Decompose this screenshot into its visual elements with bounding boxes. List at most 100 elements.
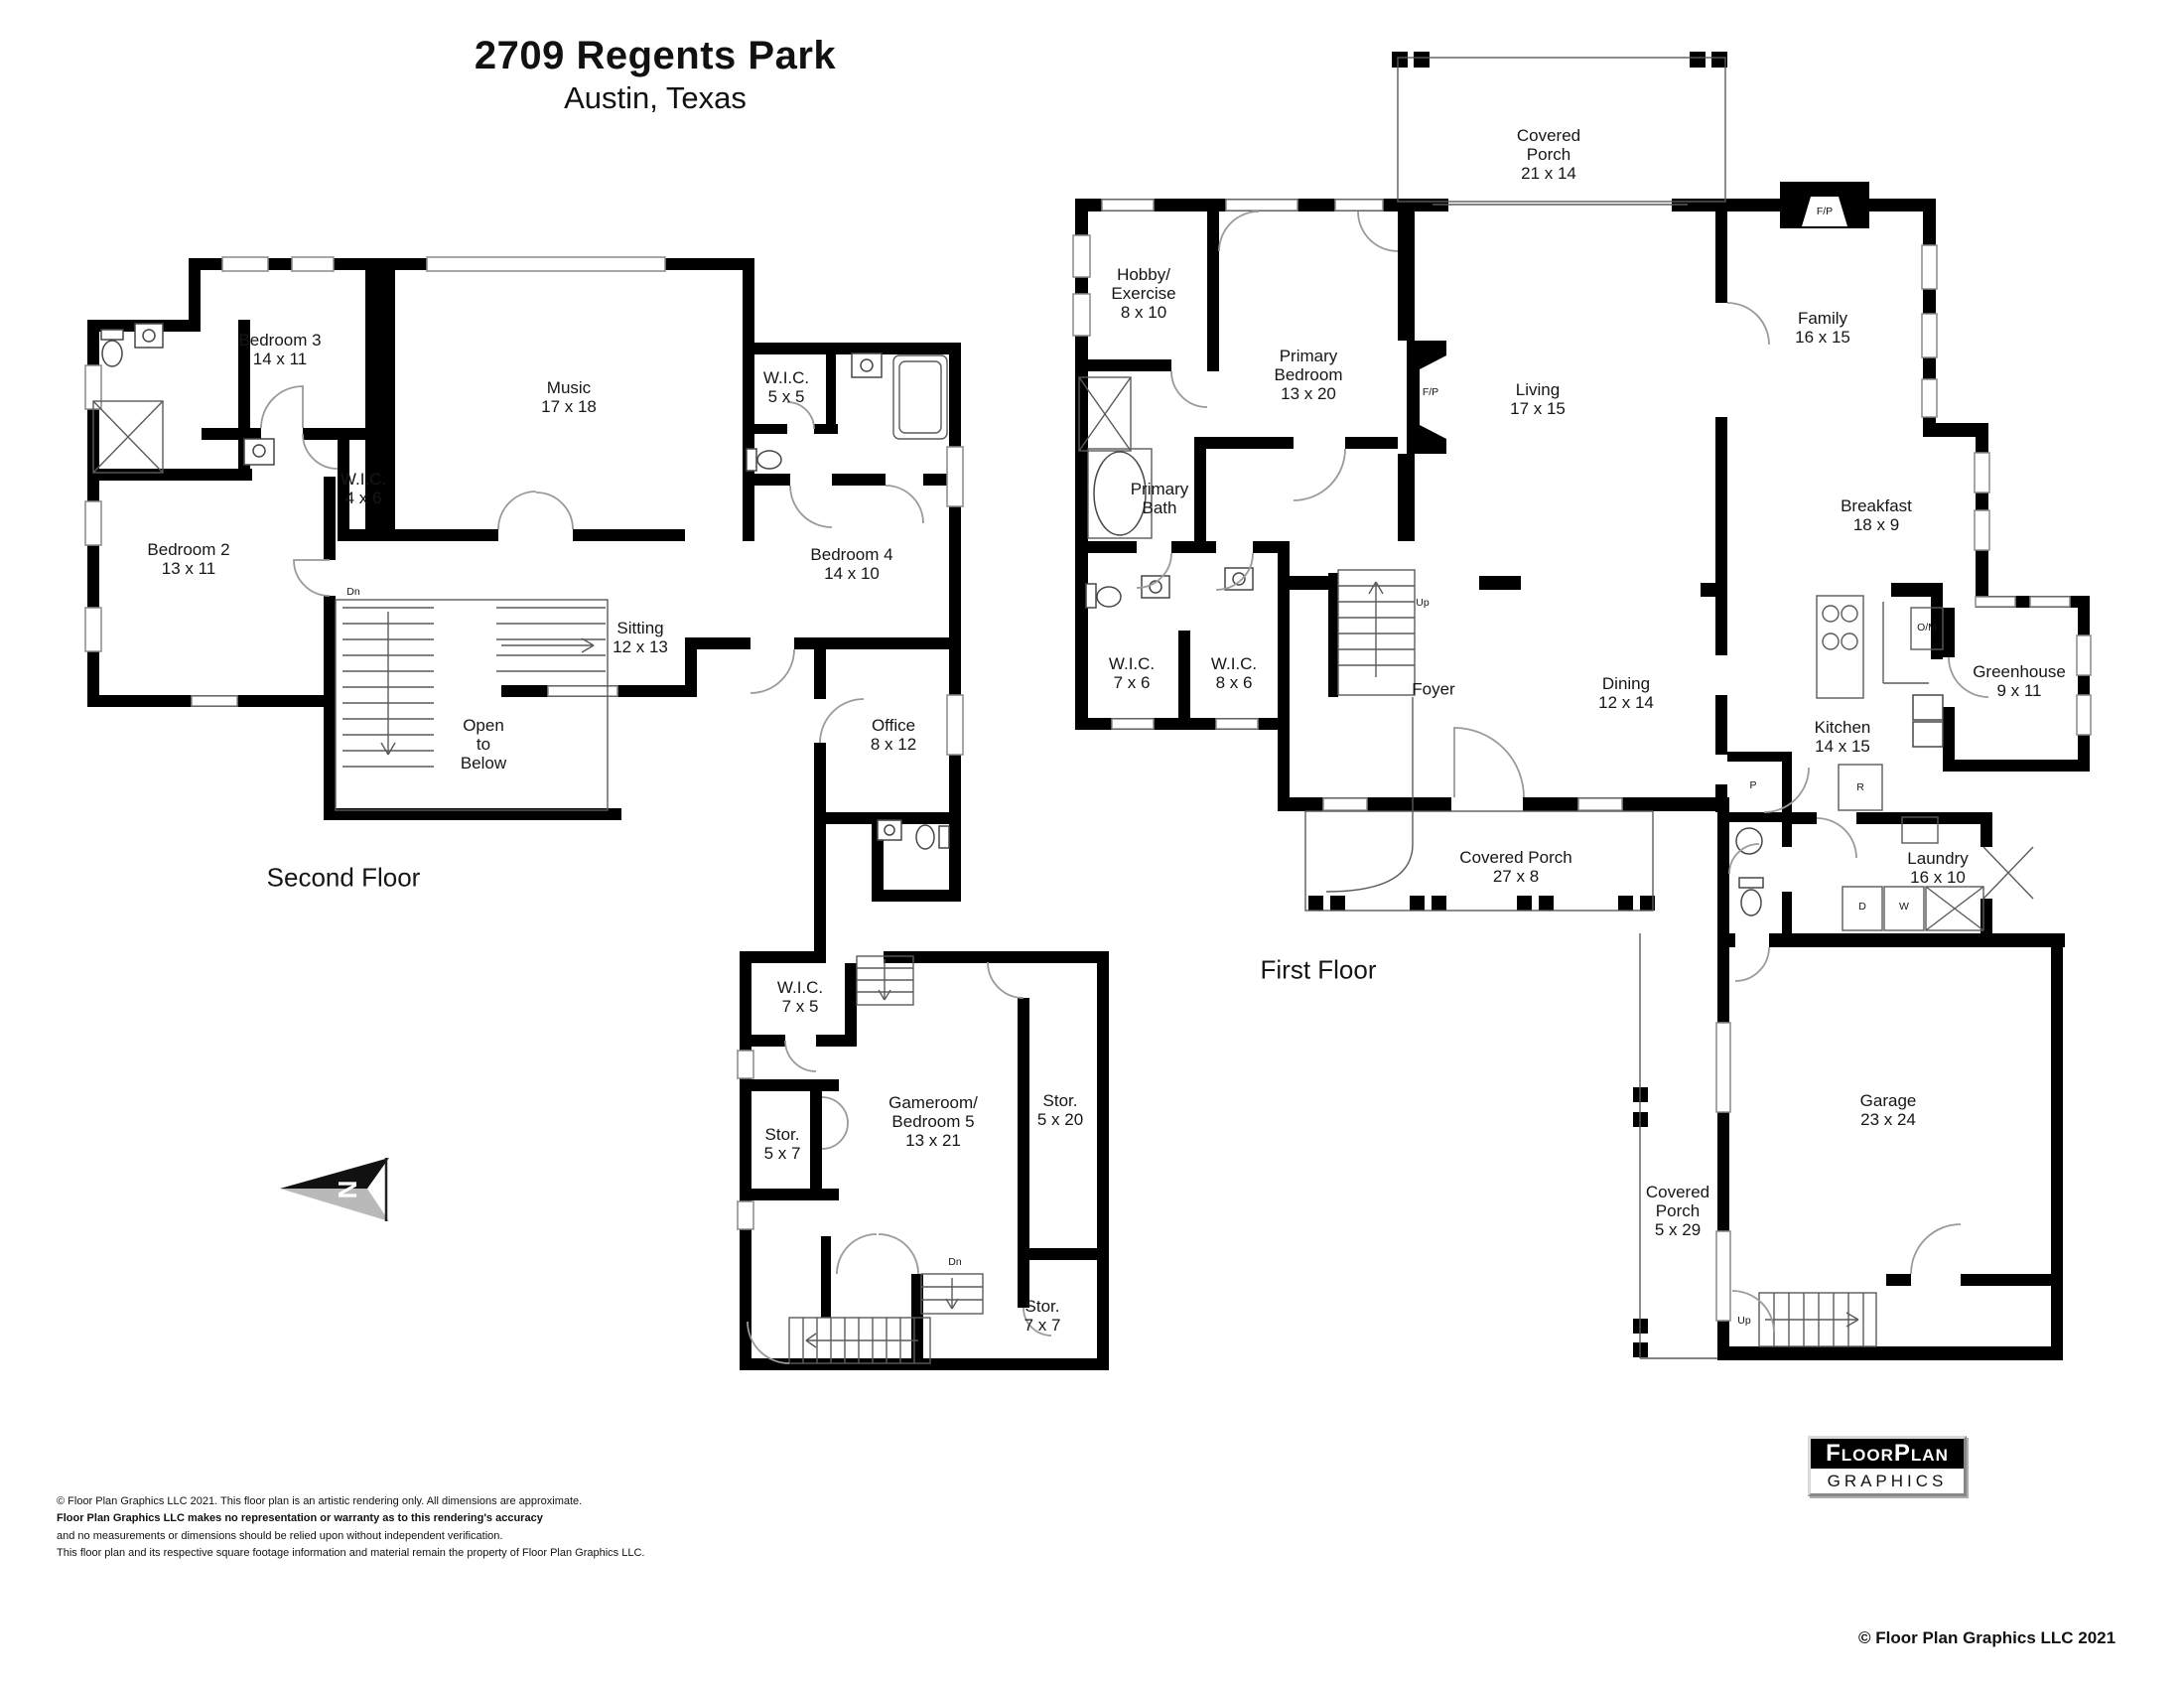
second-floor-doors (260, 385, 1052, 1364)
appliance-label-oven-microwave: O/M (1917, 622, 1937, 634)
room-label-dining: Dining 12 x 14 (1598, 674, 1654, 712)
stair-label-up-foyer: Up (1416, 597, 1430, 610)
north-arrow-letter: N (333, 1181, 362, 1199)
room-dims: 13 x 11 (161, 559, 216, 578)
first-floor-windows (1072, 199, 2092, 1322)
room-name: Kitchen (1814, 717, 1871, 737)
room-dims: 12 x 13 (613, 637, 668, 656)
room-name: W.I.C. (776, 977, 824, 997)
second-floor-fixtures (100, 323, 950, 850)
room-label-pantry: P (1749, 779, 1757, 792)
room-label-office: Office 8 x 12 (871, 716, 916, 754)
logo-line-2: Graphics (1827, 1472, 1948, 1490)
room-label-wic-7x6: W.I.C. 7 x 6 (1109, 654, 1155, 692)
room-dims: 7 x 5 (781, 997, 819, 1016)
copyright-text: © Floor Plan Graphics LLC 2021 (1858, 1628, 2116, 1647)
room-dims: 8 x 6 (1215, 673, 1253, 692)
room-label-garage: Garage 23 x 24 (1860, 1091, 1917, 1129)
room-name: Stor. (1024, 1296, 1060, 1316)
room-label-music: Music 17 x 18 (541, 378, 597, 416)
fireplace-label-living: F/P (1422, 386, 1439, 399)
room-label-kitchen: Kitchen 14 x 15 (1815, 718, 1871, 756)
first-floor-fixtures (1085, 451, 1944, 916)
second-floor-label: Second Floor (266, 862, 421, 893)
room-name: Stor. (1042, 1090, 1078, 1110)
stair-label-up-garage: Up (1737, 1315, 1751, 1328)
room-dims: 7 x 6 (1113, 673, 1151, 692)
room-name: Music (546, 377, 592, 397)
first-floor-doors (1136, 211, 1989, 1334)
room-label-covered-porch-27: Covered Porch 27 x 8 (1459, 848, 1571, 886)
room-label-wic-7x5: W.I.C. 7 x 5 (777, 978, 823, 1016)
room-dims: 4 x 6 (344, 489, 382, 507)
second-floor-walls (87, 258, 1109, 1370)
room-label-family: Family 16 x 15 (1795, 309, 1850, 347)
room-name: Greenhouse (1973, 661, 2066, 681)
room-label-bedroom2: Bedroom 2 13 x 11 (147, 540, 229, 578)
room-dims: 27 x 8 (1492, 867, 1540, 886)
room-label-foyer: Foyer (1412, 679, 1455, 699)
appliance-label-dryer: D (1858, 901, 1866, 914)
appliance-label-refrigerator: R (1856, 781, 1864, 794)
room-label-sitting: Sitting 12 x 13 (613, 619, 668, 656)
room-name: W.I.C. (1210, 653, 1258, 673)
room-name: W.I.C. (762, 367, 810, 387)
room-name: Garage (1859, 1090, 1917, 1110)
room-name: Office (871, 715, 916, 735)
first-floor-door-gaps (1451, 797, 1523, 811)
room-label-bedroom3: Bedroom 3 14 x 11 (238, 331, 321, 368)
room-name: W.I.C. (340, 469, 387, 489)
second-floor-stairs (92, 354, 984, 1364)
room-name: Sitting (616, 618, 664, 637)
room-label-stor-5x20: Stor. 5 x 20 (1037, 1091, 1083, 1129)
room-label-gameroom: Gameroom/ Bedroom 5 13 x 21 (888, 1093, 978, 1151)
room-dims: 12 x 14 (1598, 693, 1654, 712)
room-name: Bedroom 4 (810, 544, 893, 564)
city-line: Austin, Texas (564, 80, 747, 115)
disclaimer-line-1: © Floor Plan Graphics LLC 2021. This flo… (57, 1495, 583, 1507)
room-dims: 14 x 15 (1815, 737, 1870, 756)
disclaimer-text: © Floor Plan Graphics LLC 2021. This flo… (57, 1493, 644, 1563)
room-dims: 16 x 15 (1795, 328, 1850, 347)
stair-label-dn-lower: Dn (948, 1256, 962, 1269)
room-dims: 14 x 10 (824, 564, 880, 583)
room-label-wic-4x6: W.I.C. 4 x 6 (341, 470, 386, 507)
room-name: Family (1797, 308, 1848, 328)
room-label-breakfast: Breakfast 18 x 9 (1841, 496, 1912, 534)
room-dims: 9 x 11 (1996, 681, 2042, 700)
first-floor-label: First Floor (1260, 954, 1377, 985)
disclaimer-line-3: and no measurements or dimensions should… (57, 1529, 503, 1542)
room-label-greenhouse: Greenhouse 9 x 11 (1973, 662, 2066, 700)
room-name: Dining (1601, 673, 1651, 693)
room-dims: 8 x 12 (870, 735, 917, 754)
room-name: Living (1515, 379, 1561, 399)
label-open-to-below: Open to Below (460, 716, 507, 774)
room-dims: 5 x 7 (763, 1144, 801, 1163)
room-dims: 14 x 11 (252, 350, 308, 368)
plan-title: 2709 Regents Park Austin, Texas (475, 34, 836, 116)
address-line: 2709 Regents Park (474, 34, 837, 77)
room-label-primary-bedroom: Primary Bedroom 13 x 20 (1274, 347, 1343, 404)
room-name: Bedroom 3 (238, 330, 322, 350)
room-dims: 23 x 24 (1860, 1110, 1916, 1129)
logo-line-1: FloorPlan (1811, 1439, 1964, 1469)
room-dims: 16 x 10 (1910, 868, 1966, 887)
room-label-bedroom4: Bedroom 4 14 x 10 (810, 545, 892, 583)
room-dims: 5 x 20 (1036, 1110, 1084, 1129)
room-name: W.I.C. (1108, 653, 1156, 673)
first-floor-details (1078, 57, 2034, 1359)
room-dims: 5 x 5 (767, 387, 805, 406)
room-label-primary-bath: Primary Bath (1130, 479, 1189, 517)
fireplace-notches (1420, 197, 1847, 439)
room-label-covered-porch-21: Covered Porch 21 x 14 (1516, 126, 1581, 184)
room-label-stor-7x7: Stor. 7 x 7 (1024, 1297, 1061, 1335)
room-label-stor-5x7: Stor. 5 x 7 (764, 1125, 801, 1163)
room-dims: 7 x 7 (1024, 1316, 1061, 1335)
disclaimer-line-4: This floor plan and its respective squar… (57, 1547, 645, 1560)
appliance-label-washer: W (1899, 901, 1909, 914)
room-dims: 17 x 15 (1510, 399, 1566, 418)
room-name: Bedroom 2 (147, 539, 230, 559)
fireplace-label-family: F/P (1816, 206, 1834, 218)
